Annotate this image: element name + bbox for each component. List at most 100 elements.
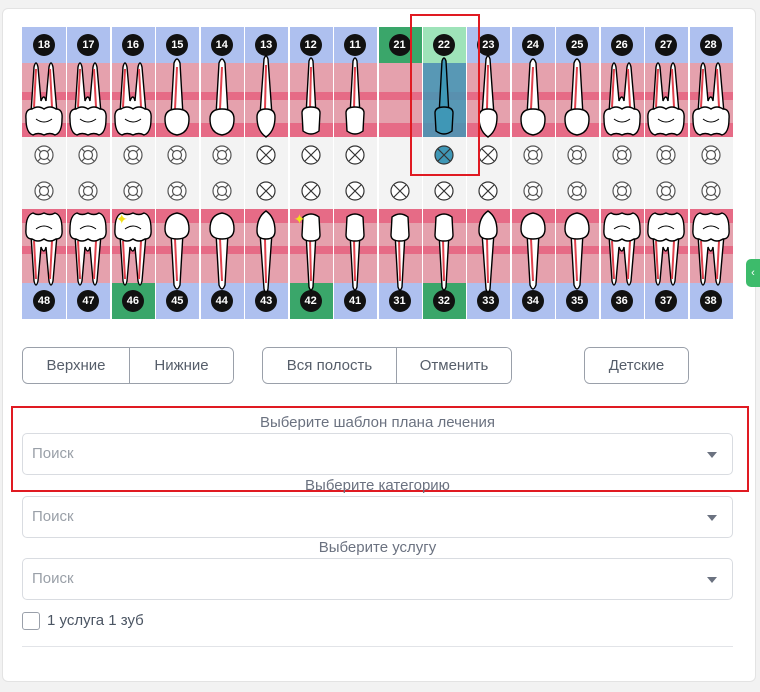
molar-tooth-icon[interactable] — [111, 53, 155, 146]
molar-tooth-icon[interactable] — [600, 53, 644, 146]
premolar-tooth-icon[interactable] — [200, 207, 244, 300]
category-select[interactable]: Поиск — [22, 496, 733, 538]
occlusal-ring-icon[interactable] — [34, 145, 54, 165]
tooth-number-cell[interactable]: 14 — [199, 27, 244, 63]
tooth-28[interactable]: 28 — [688, 27, 733, 319]
molar-tooth-icon[interactable] — [689, 53, 733, 146]
chevron-down-icon[interactable] — [707, 515, 717, 521]
tooth-number-cell[interactable]: 16 — [110, 27, 155, 63]
missing-x-icon[interactable] — [434, 181, 454, 201]
missing-x-icon[interactable] — [256, 145, 276, 165]
tooth-26[interactable]: 26 — [599, 27, 644, 319]
tooth-41[interactable]: 41 — [333, 27, 378, 319]
occlusal-ring-icon[interactable] — [656, 145, 676, 165]
tooth-number-cell[interactable]: 48 — [22, 283, 66, 319]
tooth-14[interactable]: 14 — [199, 27, 244, 319]
tooth-number-cell[interactable]: 37 — [644, 283, 689, 319]
tooth-24[interactable]: 24 — [510, 27, 555, 319]
occlusal-ring-icon[interactable] — [78, 181, 99, 201]
occlusal-ring-icon[interactable] — [167, 145, 187, 165]
missing-x-icon[interactable] — [389, 181, 410, 201]
occlusal-ring-icon[interactable] — [656, 181, 676, 201]
tooth-11[interactable]: 11 — [333, 27, 378, 319]
missing-x-icon[interactable] — [301, 145, 321, 165]
tooth-number-cell[interactable]: 24 — [510, 27, 555, 63]
tooth-12[interactable]: 12 — [288, 27, 333, 319]
children-teeth-button[interactable]: Детские — [585, 348, 688, 383]
tooth-38[interactable]: 38 — [688, 27, 733, 319]
tooth-33[interactable]: 33 — [466, 27, 511, 319]
tooth-number-cell[interactable]: 43 — [244, 283, 289, 319]
tooth-46[interactable]: 46✦ — [110, 27, 155, 319]
tooth-number-cell[interactable]: 46 — [110, 283, 155, 319]
tooth-23[interactable]: 23 — [466, 27, 511, 319]
one-service-one-tooth-checkbox[interactable] — [22, 612, 40, 630]
tooth-15[interactable]: 15 — [155, 27, 200, 319]
incisor-tooth-icon[interactable] — [289, 53, 333, 146]
incisor-tooth-icon[interactable] — [289, 207, 333, 300]
upper-jaw-button[interactable]: Верхние — [23, 348, 129, 383]
incisor-tooth-icon[interactable] — [422, 207, 466, 300]
premolar-tooth-icon[interactable] — [155, 207, 199, 300]
tooth-16[interactable]: 16 — [110, 27, 155, 319]
tooth-13[interactable]: 13 — [244, 27, 289, 319]
tooth-22[interactable]: 22 — [421, 27, 466, 319]
tooth-47[interactable]: 47 — [66, 27, 111, 319]
occlusal-ring-icon[interactable] — [700, 145, 721, 165]
template-select[interactable]: Поиск — [22, 433, 733, 475]
occlusal-ring-icon[interactable] — [700, 181, 721, 201]
whole-cavity-button[interactable]: Вся полость — [263, 348, 396, 383]
tooth-number-cell[interactable]: 11 — [333, 27, 378, 63]
tooth-35[interactable]: 35 — [555, 27, 600, 319]
premolar-tooth-icon[interactable] — [511, 53, 555, 146]
tooth-44[interactable]: 44 — [199, 27, 244, 319]
side-tab-icon[interactable]: ‹ — [746, 259, 760, 287]
tooth-number-cell[interactable]: 31 — [377, 283, 422, 319]
molar-tooth-icon[interactable] — [22, 207, 66, 300]
canine-tooth-icon[interactable] — [244, 207, 288, 300]
tooth-number-cell[interactable]: 13 — [244, 27, 289, 63]
occlusal-ring-icon[interactable] — [78, 145, 99, 165]
tooth-number-cell[interactable]: 17 — [66, 27, 111, 63]
premolar-tooth-icon[interactable] — [155, 53, 199, 146]
tooth-number-cell[interactable]: 38 — [688, 283, 733, 319]
molar-tooth-icon[interactable] — [66, 53, 110, 146]
canine-tooth-icon[interactable] — [466, 207, 510, 300]
tooth-number-cell[interactable]: 27 — [644, 27, 689, 63]
molar-tooth-icon[interactable] — [111, 207, 155, 300]
premolar-tooth-icon[interactable] — [555, 53, 599, 146]
molar-tooth-icon[interactable] — [644, 207, 688, 300]
premolar-tooth-icon[interactable] — [511, 207, 555, 300]
tooth-number-cell[interactable]: 12 — [288, 27, 333, 63]
occlusal-ring-icon[interactable] — [567, 145, 587, 165]
occlusal-ring-icon[interactable] — [523, 181, 543, 201]
incisor-tooth-icon[interactable] — [333, 207, 377, 300]
tooth-18[interactable]: 18 — [22, 27, 66, 319]
tooth-48[interactable]: 48 — [22, 27, 66, 319]
tooth-27[interactable]: 27 — [644, 27, 689, 319]
occlusal-ring-icon[interactable] — [523, 145, 543, 165]
service-select[interactable]: Поиск — [22, 558, 733, 600]
tooth-42[interactable]: 42✦ — [288, 27, 333, 319]
occlusal-ring-icon[interactable] — [34, 181, 54, 201]
missing-x-icon[interactable] — [478, 181, 498, 201]
missing-x-icon[interactable] — [345, 181, 365, 201]
tooth-number-cell[interactable]: 47 — [66, 283, 111, 319]
missing-x-icon[interactable] — [478, 145, 498, 165]
tooth-number-cell[interactable]: 18 — [22, 27, 66, 63]
occlusal-ring-icon[interactable] — [123, 181, 143, 201]
occlusal-ring-icon[interactable] — [612, 145, 632, 165]
canine-tooth-icon[interactable] — [466, 53, 510, 146]
tooth-37[interactable]: 37 — [644, 27, 689, 319]
tooth-number-cell[interactable]: 28 — [688, 27, 733, 63]
chevron-down-icon[interactable] — [707, 452, 717, 458]
molar-tooth-icon[interactable] — [689, 207, 733, 300]
tooth-43[interactable]: 43 — [244, 27, 289, 319]
premolar-tooth-icon[interactable] — [200, 53, 244, 146]
tooth-number-cell[interactable]: 36 — [599, 283, 644, 319]
tooth-45[interactable]: 45 — [155, 27, 200, 319]
tooth-number-cell[interactable]: 15 — [155, 27, 200, 63]
molar-tooth-icon[interactable] — [644, 53, 688, 146]
lower-jaw-button[interactable]: Нижние — [129, 348, 233, 383]
occlusal-ring-icon[interactable] — [167, 181, 187, 201]
